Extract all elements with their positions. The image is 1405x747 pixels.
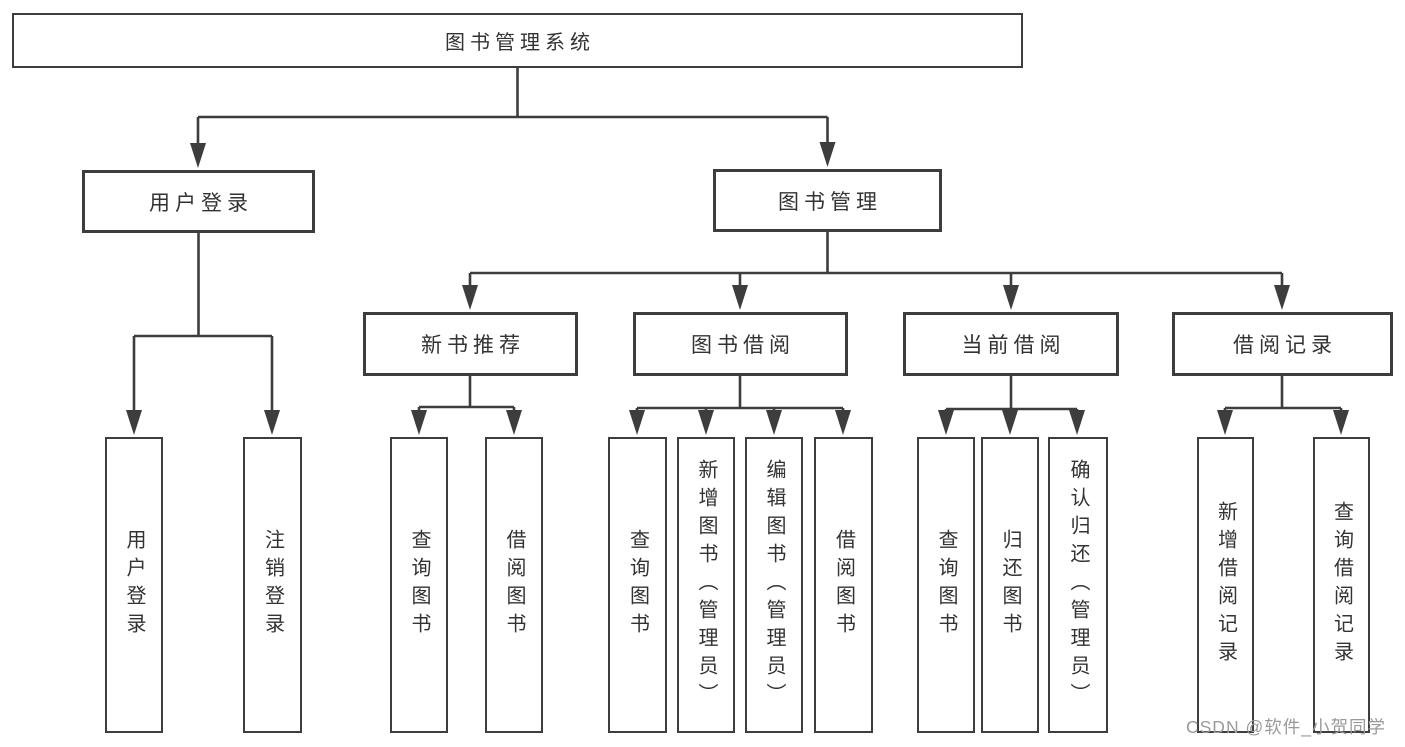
node-current-borrow: 当前借阅	[903, 312, 1119, 376]
leaf-return-books: 归还图书	[981, 437, 1039, 733]
leaf-logout-label: 注销登录	[261, 529, 284, 641]
leaf-add-books-admin-label: 新增图书（管理员）	[695, 459, 717, 711]
leaf-borrow-books-1: 借阅图书	[485, 437, 543, 733]
connector-root-to-level2	[190, 68, 836, 168]
leaf-return-books-label: 归还图书	[999, 529, 1021, 641]
connector-login-to-leaves	[126, 233, 280, 435]
node-book-borrow: 图书借阅	[633, 312, 848, 376]
leaf-edit-books-admin: 编辑图书（管理员）	[745, 437, 803, 733]
leaf-borrow-books-2-label: 借阅图书	[832, 529, 855, 641]
connector-newbook-to-leaves	[411, 376, 522, 435]
node-book-management-label: 图书管理	[778, 190, 882, 214]
node-user-login: 用户登录	[82, 170, 315, 233]
node-user-login-label: 用户登录	[149, 191, 253, 215]
leaf-confirm-return-admin: 确认归还（管理员）	[1048, 437, 1108, 733]
leaf-user-login: 用户登录	[105, 437, 163, 733]
leaf-confirm-return-admin-label: 确认归还（管理员）	[1067, 459, 1089, 711]
leaf-query-books-1: 查询图书	[390, 437, 448, 733]
leaf-query-books-2-label: 查询图书	[626, 529, 649, 641]
node-borrow-records-label: 借阅记录	[1233, 334, 1337, 357]
leaf-user-login-label: 用户登录	[123, 529, 145, 641]
leaf-query-borrow-record: 查询借阅记录	[1313, 437, 1370, 733]
node-root-label: 图书管理系统	[445, 32, 595, 54]
node-new-book-recommend: 新书推荐	[363, 312, 578, 376]
leaf-query-books-2: 查询图书	[608, 437, 667, 733]
leaf-edit-books-admin-label: 编辑图书（管理员）	[763, 459, 785, 711]
node-root: 图书管理系统	[12, 13, 1023, 68]
leaf-query-books-3-label: 查询图书	[935, 529, 957, 641]
connector-bookmgmt-to-level3	[462, 232, 1290, 310]
leaf-borrow-books-1-label: 借阅图书	[503, 529, 525, 641]
connector-bookborrow-to-leaves	[629, 376, 851, 435]
connector-records-to-leaves	[1217, 376, 1349, 435]
node-new-book-recommend-label: 新书推荐	[421, 334, 525, 357]
leaf-borrow-books-2: 借阅图书	[814, 437, 873, 733]
node-book-management: 图书管理	[713, 169, 942, 232]
leaf-add-borrow-record: 新增借阅记录	[1197, 437, 1254, 733]
leaf-logout: 注销登录	[243, 437, 302, 733]
connector-current-to-leaves	[938, 376, 1085, 435]
leaf-query-books-1-label: 查询图书	[408, 529, 430, 641]
leaf-add-books-admin: 新增图书（管理员）	[677, 437, 735, 733]
leaf-query-borrow-record-label: 查询借阅记录	[1330, 501, 1353, 669]
watermark: CSDN @软件_小贺同学	[1186, 717, 1386, 737]
leaf-query-books-3: 查询图书	[917, 437, 975, 733]
node-current-borrow-label: 当前借阅	[961, 334, 1066, 357]
node-book-borrow-label: 图书借阅	[691, 334, 795, 357]
node-borrow-records: 借阅记录	[1172, 312, 1393, 376]
leaf-add-borrow-record-label: 新增借阅记录	[1214, 501, 1237, 669]
